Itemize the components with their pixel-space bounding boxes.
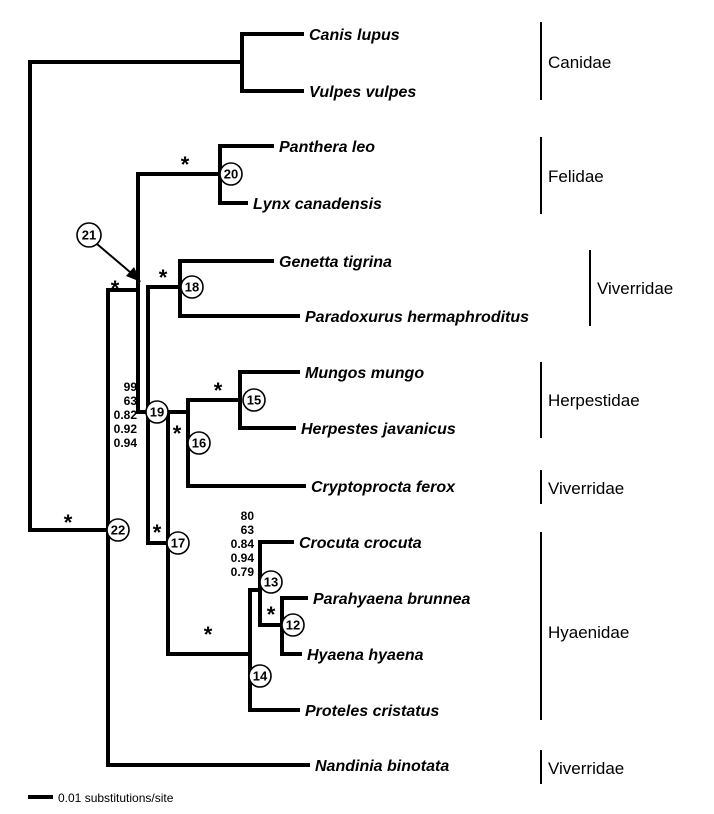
scale-bar-label: 0.01 substitutions/site	[58, 791, 174, 805]
node-label: 19	[150, 405, 164, 420]
taxon-label: Herpestes javanicus	[301, 421, 456, 438]
taxon-label: Nandinia binotata	[315, 758, 449, 775]
support-stars: * * * * * * * * *	[64, 152, 276, 647]
support-value: 0.92	[114, 422, 138, 436]
node-21-arrow	[96, 243, 141, 282]
node-18: 18	[180, 275, 204, 299]
node-17: 17	[166, 531, 190, 555]
node-label: 13	[264, 575, 278, 590]
family-label: Felidae	[548, 167, 604, 186]
family-label: Canidae	[548, 53, 611, 72]
node-label: 17	[171, 536, 185, 551]
support-value: 63	[124, 394, 138, 408]
taxon-label: Proteles cristatus	[305, 703, 439, 720]
node-label: 12	[286, 618, 300, 633]
support-values-node-19: 99 63 0.82 0.92 0.94	[114, 380, 138, 450]
node-label: 20	[224, 167, 238, 182]
node-label: 14	[253, 669, 268, 684]
family-label: Viverridae	[597, 279, 673, 298]
support-star: *	[181, 152, 190, 177]
support-value: 0.79	[231, 565, 255, 579]
support-value: 99	[124, 380, 138, 394]
node-label: 18	[185, 280, 199, 295]
node-label: 21	[82, 228, 96, 243]
node-16: 16	[187, 431, 211, 455]
support-star: *	[159, 265, 168, 290]
node-12: 12	[281, 613, 305, 637]
support-value: 0.94	[114, 436, 138, 450]
support-value: 0.82	[114, 408, 138, 422]
family-bars	[540, 22, 591, 784]
taxon-label: Genetta tigrina	[279, 254, 392, 271]
node-20: 20	[219, 162, 243, 186]
family-label: Viverridae	[548, 479, 624, 498]
support-star: *	[204, 622, 213, 647]
family-label: Herpestidae	[548, 391, 640, 410]
taxon-label: Parahyaena brunnea	[313, 591, 471, 608]
taxon-label: Paradoxurus hermaphroditus	[305, 309, 529, 326]
support-star: *	[64, 510, 73, 535]
support-star: *	[214, 378, 223, 403]
taxon-label: Lynx canadensis	[253, 196, 382, 213]
taxon-label: Vulpes vulpes	[309, 84, 416, 101]
support-value: 80	[241, 509, 255, 523]
support-value: 63	[241, 523, 255, 537]
taxon-label: Panthera leo	[279, 139, 375, 156]
taxon-label: Mungos mungo	[305, 365, 424, 382]
node-19: 19	[145, 400, 169, 424]
support-star: *	[153, 520, 162, 545]
taxon-label: Crocuta crocuta	[299, 535, 422, 552]
taxon-label: Canis lupus	[309, 27, 400, 44]
node-21: 21	[76, 222, 102, 248]
support-star: *	[111, 276, 120, 301]
node-label: 16	[192, 436, 206, 451]
taxon-labels: Canis lupus Vulpes vulpes Panthera leo L…	[253, 27, 529, 775]
node-markers: 12 13 14 15 16 17 18 19	[76, 162, 305, 688]
support-star: *	[267, 602, 276, 627]
family-labels: Canidae Felidae Viverridae Herpestidae V…	[548, 53, 673, 778]
support-values-node-13: 80 63 0.84 0.94 0.79	[231, 509, 255, 579]
taxon-label: Cryptoprocta ferox	[311, 479, 456, 496]
family-label: Hyaenidae	[548, 623, 629, 642]
node-14: 14	[248, 664, 272, 688]
node-13: 13	[259, 570, 283, 594]
node-label: 22	[111, 523, 125, 538]
node-label: 15	[247, 393, 261, 408]
family-label: Viverridae	[548, 759, 624, 778]
support-value: 0.94	[231, 551, 255, 565]
support-star: *	[173, 421, 182, 446]
node-15: 15	[242, 388, 266, 412]
tree-branches	[28, 32, 310, 767]
support-value: 0.84	[231, 537, 255, 551]
taxon-label: Hyaena hyaena	[307, 647, 424, 664]
node-22: 22	[106, 518, 130, 542]
